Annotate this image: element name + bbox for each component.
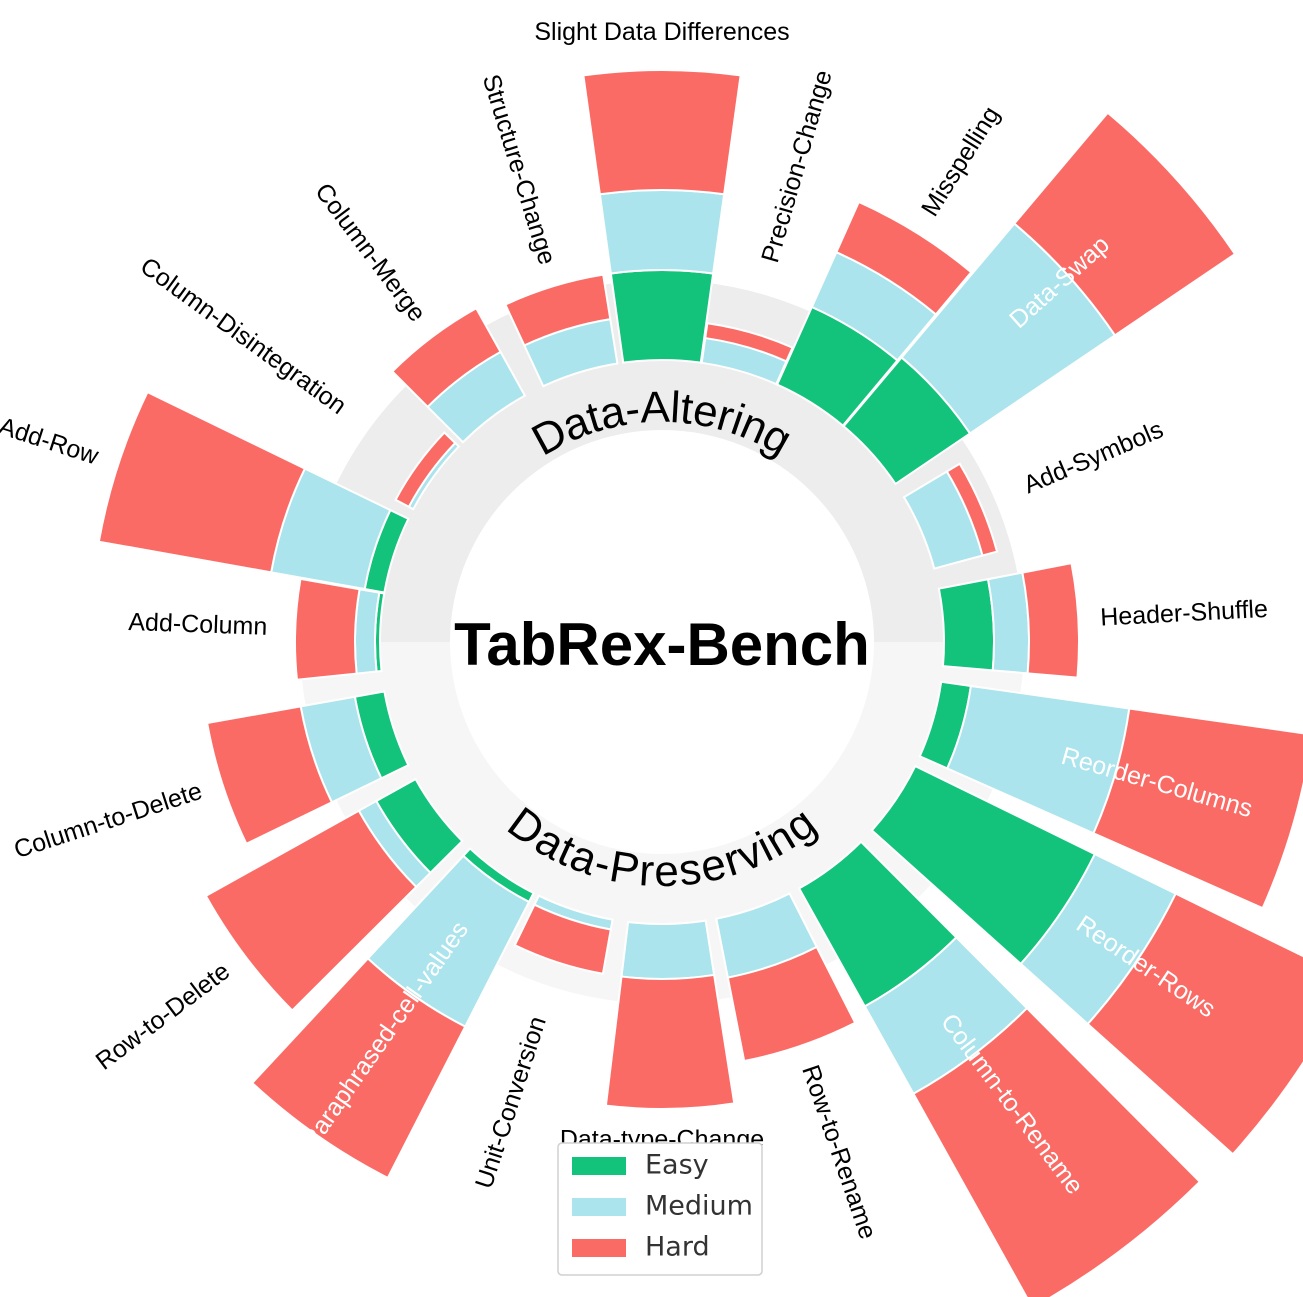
label-column-disintegration: Column-Disintegration xyxy=(135,252,352,420)
legend-swatch-hard xyxy=(572,1239,626,1257)
label-header-shuffle: Header-Shuffle xyxy=(1100,595,1269,632)
bar-reorder-columns-hard xyxy=(1092,707,1303,910)
bar-column-to-rename-hard xyxy=(912,1006,1202,1297)
bar-add-symbols-hard xyxy=(945,462,999,557)
label-slight-data-differences: Slight Data Differences xyxy=(534,18,789,46)
bar-column-disintegration-hard xyxy=(394,431,457,509)
label-add-row: Add-Row xyxy=(0,412,103,471)
bar-column-to-delete-hard xyxy=(205,705,334,846)
bar-data-swap-hard xyxy=(1012,111,1237,337)
center-title: TabRex-Bench xyxy=(454,611,870,678)
label-column-merge: Column-Merge xyxy=(309,178,431,327)
legend-swatch-easy xyxy=(572,1157,626,1175)
label-unit-conversion: Unit-Conversion xyxy=(470,1013,552,1192)
bar-precision-change-hard xyxy=(704,322,794,363)
legend-swatch-medium xyxy=(572,1198,626,1216)
bar-row-to-delete-hard xyxy=(204,809,418,1012)
bar-structure-change-hard xyxy=(504,273,612,347)
legend-label-hard: Hard xyxy=(645,1232,710,1263)
bar-reorder-rows-hard xyxy=(1086,892,1303,1156)
bar-add-column-hard xyxy=(294,577,361,681)
legend-label-medium: Medium xyxy=(645,1191,753,1222)
bar-slight-data-differences-hard xyxy=(582,69,742,196)
bar-segments xyxy=(97,69,1303,1297)
label-row-to-delete: Row-to-Delete xyxy=(91,957,235,1076)
bar-slight-data-differences-easy xyxy=(609,269,715,364)
bar-unit-conversion-hard xyxy=(513,903,612,975)
bar-misspelling-hard xyxy=(835,200,973,316)
label-column-to-delete: Column-to-Delete xyxy=(11,777,206,864)
bar-column-merge-hard xyxy=(390,306,502,409)
bar-header-shuffle-medium xyxy=(986,571,1030,675)
bar-add-column-medium xyxy=(354,588,381,675)
label-misspelling: Misspelling xyxy=(916,102,1005,222)
label-add-column: Add-Column xyxy=(128,608,268,641)
label-structure-change: Structure-Change xyxy=(477,71,561,268)
label-add-symbols: Add-Symbols xyxy=(1020,415,1168,499)
bar-header-shuffle-easy xyxy=(937,578,995,672)
legend-label-easy: Easy xyxy=(645,1150,709,1181)
bar-paraphrased-cell-values-hard xyxy=(250,957,467,1180)
bar-data-type-change-medium xyxy=(620,919,716,980)
bar-slight-data-differences-medium xyxy=(598,189,726,275)
label-precision-change: Precision-Change xyxy=(756,67,838,266)
bar-header-shuffle-hard xyxy=(1021,561,1080,679)
bar-data-type-change-hard xyxy=(604,973,736,1110)
bar-row-to-rename-hard xyxy=(726,945,857,1063)
label-row-to-rename: Row-to-Rename xyxy=(796,1062,882,1243)
bar-add-row-hard xyxy=(97,390,307,574)
